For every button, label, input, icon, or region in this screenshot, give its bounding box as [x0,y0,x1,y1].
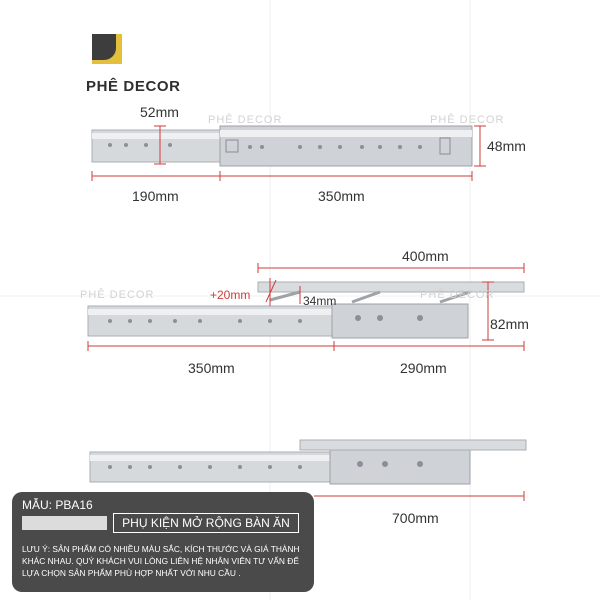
dimension-label: 700mm [392,510,439,526]
dimension-label: 350mm [318,188,365,204]
watermark: PHÊ DECOR [340,474,415,486]
brand-logo-icon [92,34,122,64]
badge-bar [22,516,107,530]
watermark: PHÊ DECOR [80,289,155,301]
dimension-label: 34mm [303,294,337,308]
dimension-lines-2 [87,263,525,351]
dimension-label: 48mm [487,138,526,154]
rail-extended-tilted [87,281,525,339]
dimension-lines-1 [91,125,486,181]
brand-name: PHÊ DECOR [86,78,181,95]
note-text: LƯU Ý: SẢN PHẨM CÓ NHIỀU MÀU SẮC, KÍCH T… [22,544,300,578]
dimension-label: +20mm [210,288,251,302]
watermark: PHÊ DECOR [208,114,283,126]
dimension-label: 190mm [132,188,179,204]
dimension-label: 82mm [490,316,529,332]
rail-fully-extended [89,439,527,485]
info-panel [12,492,314,592]
watermark: PHÊ DECOR [430,114,505,126]
dimension-label: 52mm [140,104,179,120]
dimension-label: 290mm [400,360,447,376]
model-code: MẪU: PBA16 [22,498,93,512]
dimension-label: 400mm [402,248,449,264]
rail-collapsed [91,125,473,167]
dimension-lines-3 [314,491,525,501]
dimension-label: 350mm [188,360,235,376]
watermark: PHÊ DECOR [420,289,495,301]
product-title: PHỤ KIỆN MỞ RỘNG BÀN ĂN [113,513,299,533]
